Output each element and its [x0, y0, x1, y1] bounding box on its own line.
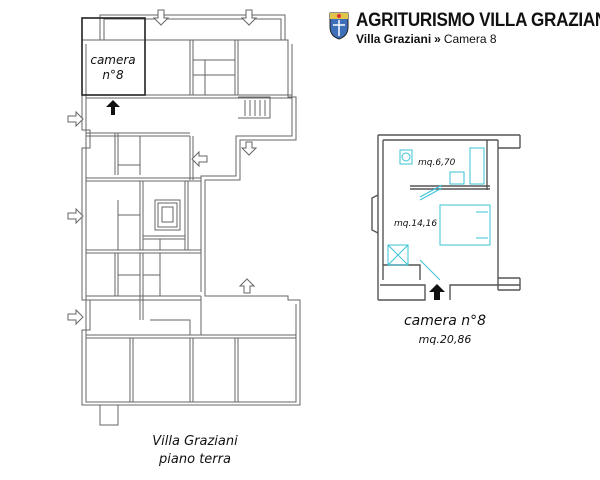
breadcrumb: Villa Graziani»Camera 8	[356, 32, 497, 46]
breadcrumb-villa-graziani-link[interactable]: Villa Graziani	[356, 32, 432, 46]
plan-caption-floor: piano terra	[159, 452, 231, 467]
entrance-arrows	[67, 9, 258, 326]
bedroom-area-label: mq.14,16	[394, 219, 438, 229]
plan-caption: Villa Graziani piano terra	[130, 433, 260, 469]
plan-room-entrance-arrow	[106, 100, 120, 115]
detail-room-name: camera n°8	[403, 313, 487, 329]
room-entrance-arrow	[429, 284, 445, 300]
ground-floor-plan	[81, 14, 301, 426]
breadcrumb-separator: »	[434, 32, 441, 46]
plan-room-label: camera n°8	[84, 53, 142, 83]
breadcrumb-current: Camera 8	[443, 32, 497, 46]
highlighted-room-frame[interactable]	[81, 17, 146, 96]
plan-caption-title: Villa Graziani	[152, 434, 238, 449]
plan-room-label-name: camera	[90, 53, 136, 67]
site-title: AGRITURISMO VILLA GRAZIANI	[356, 10, 600, 31]
plan-room-label-number: n°8	[102, 68, 124, 82]
detail-total-area: mq.20,86	[418, 333, 472, 346]
coat-of-arms-icon	[329, 12, 349, 40]
bathroom-area-label: mq.6,70	[418, 158, 456, 168]
room-furniture	[387, 147, 491, 281]
